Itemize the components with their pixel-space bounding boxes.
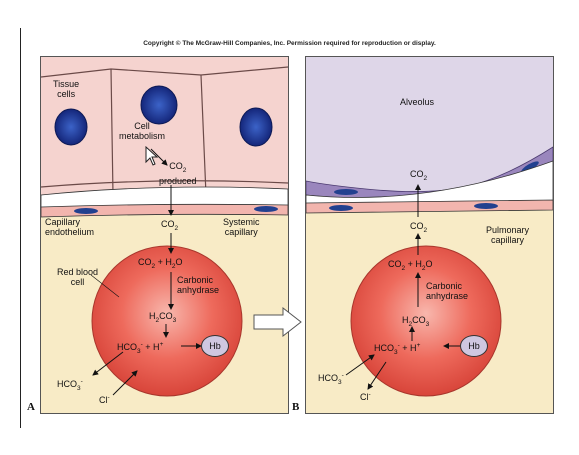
capillary-endothelium [306,199,553,214]
arrow-cl-out [367,361,387,390]
hemoglobin: Hb [201,335,229,357]
panel-a-illustration [41,57,288,413]
ion-hco3-out: HCO3- [57,378,83,392]
nucleus [140,85,178,125]
endothelial-nucleus [329,205,353,211]
panel-letter-a: A [27,401,35,413]
leader-rbc [90,274,120,298]
ion-hco3-in: HCO3- [318,372,344,386]
nucleus [239,107,273,147]
reaction-co2-h2o: CO2 + H2O [138,257,183,270]
reaction-hco3-h: HCO3- + H+ [374,342,421,356]
red-blood-cell [350,245,502,397]
reaction-hco3-h: HCO3- + H+ [117,341,164,355]
alveolar-nucleus [521,161,539,173]
arrow-metabolism [150,148,168,166]
transition-arrow-icon [253,307,302,337]
mouse-cursor-icon [145,146,159,166]
panel-b-illustration [306,57,553,413]
copyright-notice: Copyright © The McGraw-Hill Companies, I… [143,40,436,47]
hemoglobin: Hb [460,335,488,357]
ion-cl: Cl- [360,391,371,402]
endothelial-nucleus [74,208,98,214]
nucleus [54,108,88,146]
label-co2-top: CO2 [410,169,428,182]
tissue-cells [41,57,288,196]
left-margin-line [20,28,21,428]
molecule-h2co3: H2CO3 [149,311,177,324]
label-alveolus: Alveolus [400,97,435,107]
label-co2: CO2 [161,219,179,232]
alveolus-space [306,57,553,192]
capillary-endothelium [41,203,288,218]
label-co2-mid: CO2 [410,221,428,234]
alveolar-nucleus [334,189,358,195]
endothelial-nucleus [474,203,498,209]
reaction-co2-h2o: CO2 + H2O [388,259,433,272]
ion-cl: Cl- [99,394,110,405]
endothelial-nucleus [254,206,278,212]
arrow-hco3-out [92,351,124,376]
panel-letter-b: B [292,401,300,413]
arrow-cl-in [112,370,138,396]
red-blood-cell [91,245,243,397]
molecule-h2co3: H2CO3 [402,315,430,328]
arrow-hco3-in [345,354,375,376]
